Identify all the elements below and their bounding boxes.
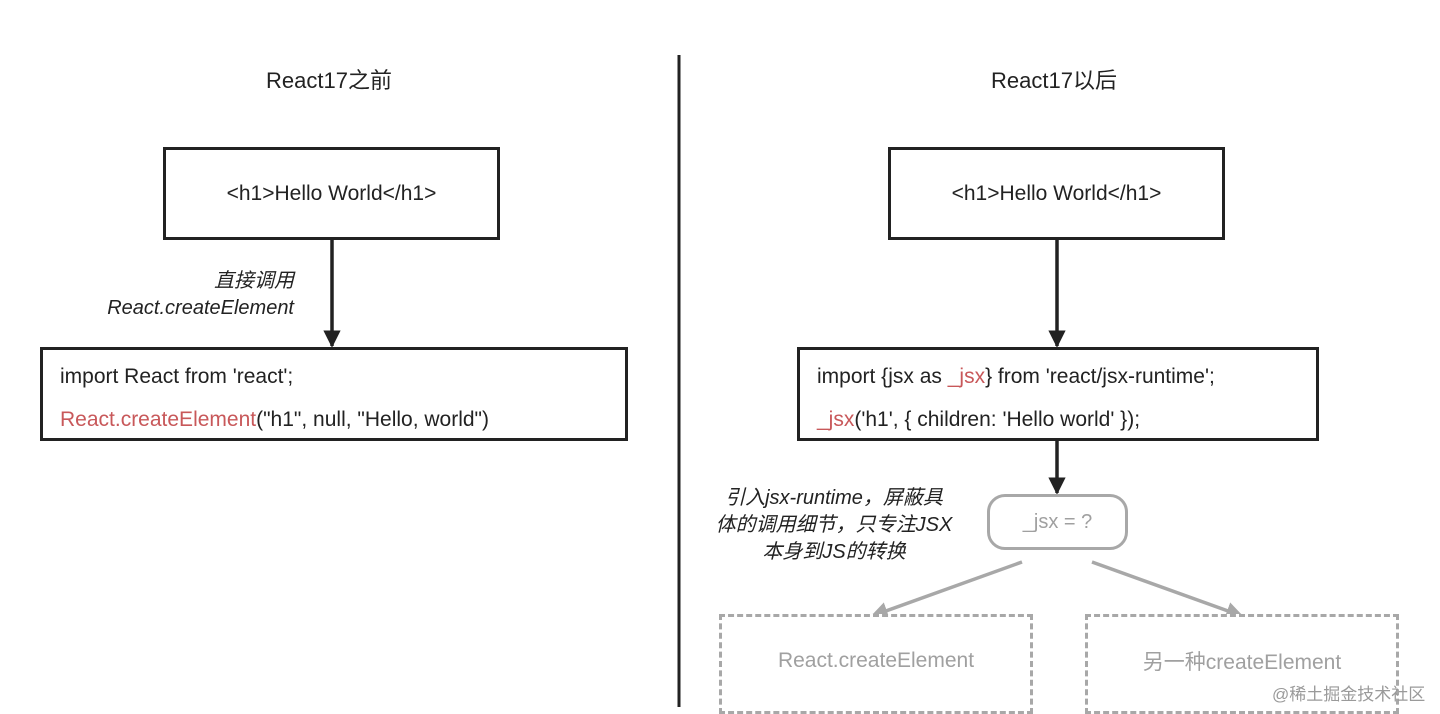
left-code-line2: React.createElement("h1", null, "Hello, … (60, 408, 489, 432)
branch-arrow-right (1091, 560, 1244, 619)
watermark: @稀土掘金技术社区 (1272, 685, 1426, 704)
left-jsx-text: <h1>Hello World</h1> (226, 181, 437, 205)
option-right-text: 另一种createElement (1142, 651, 1342, 674)
left-arrow-note-line1: 直接调用 (214, 270, 294, 292)
right-title: React17以后 (991, 68, 1117, 93)
left-code-line1: import React from 'react'; (60, 365, 294, 388)
right-jsx-box: <h1>Hello World</h1> (888, 147, 1225, 240)
left-code-box: import React from 'react'; React.createE… (40, 347, 628, 441)
right-note-line3: 本身到JS的转换 (762, 541, 906, 563)
branch-arrow-left (870, 560, 1023, 619)
left-title: React17之前 (266, 68, 392, 93)
option-left-text: React.createElement (777, 649, 975, 672)
left-arrow-note: 直接调用 React.createElement (62, 268, 294, 322)
right-code-line1-pre: import {jsx as (817, 365, 948, 388)
left-code-accent: React.createElement (60, 408, 257, 431)
left-arrow-note-line2: React.createElement (107, 297, 294, 319)
right-note-line1: 引入jsx-runtime，屏蔽具 (725, 487, 943, 509)
right-code-line1-post: } from 'react/jsx-runtime'; (985, 365, 1215, 388)
right-code-line1: import {jsx as _jsx} from 'react/jsx-run… (817, 365, 1215, 389)
right-code-line2-rest: ('h1', { children: 'Hello world' }); (854, 408, 1141, 431)
right-jsx-text: <h1>Hello World</h1> (951, 181, 1162, 205)
right-note-line2: 体的调用细节，只专注JSX (715, 514, 953, 536)
right-note: 引入jsx-runtime，屏蔽具 体的调用细节，只专注JSX 本身到JS的转换 (700, 485, 968, 566)
right-code-line1-accent: _jsx (947, 365, 986, 388)
left-jsx-box: <h1>Hello World</h1> (163, 147, 500, 240)
right-code-box: import {jsx as _jsx} from 'react/jsx-run… (797, 347, 1319, 441)
decision-node: _jsx = ? (987, 494, 1128, 550)
right-code-line2: _jsx('h1', { children: 'Hello world' }); (817, 408, 1140, 432)
left-code-rest: ("h1", null, "Hello, world") (256, 408, 490, 431)
option-react-createelement: React.createElement (719, 614, 1033, 714)
right-code-line2-accent: _jsx (817, 408, 855, 431)
decision-text: _jsx = ? (1022, 510, 1093, 533)
